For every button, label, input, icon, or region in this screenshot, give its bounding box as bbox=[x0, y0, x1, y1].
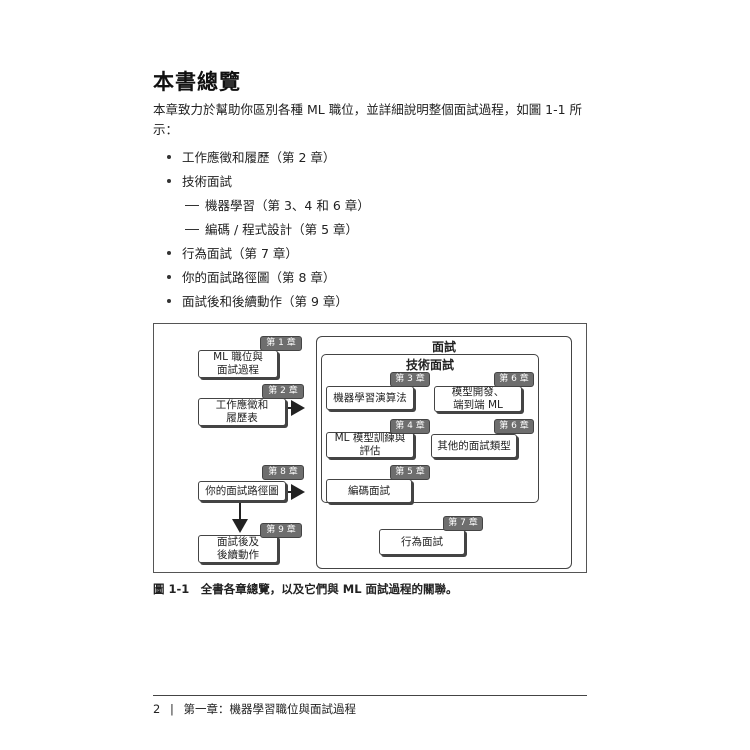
tag-chapter-7: 第 7 章 bbox=[443, 516, 483, 531]
figure-arrows bbox=[232, 400, 305, 533]
dash-icon bbox=[185, 229, 199, 230]
bullet-icon bbox=[167, 298, 171, 303]
box-ml-roles: ML 職位與 面試過程 bbox=[198, 350, 278, 378]
bullet-icon bbox=[167, 274, 171, 279]
interview-title: 面試 bbox=[431, 340, 456, 354]
intro-line-2: 示： bbox=[153, 122, 179, 137]
bullet-icon bbox=[167, 178, 171, 183]
technical-interview-container bbox=[321, 354, 539, 503]
intro-line-1: 本章致力於幫助你區別各種 ML 職位，並詳細說明整個面試過程，如圖 1-1 所 bbox=[153, 102, 583, 117]
box-interview-roadmap: 你的面試路徑圖 bbox=[198, 481, 286, 501]
box-job-application: 工作應徵和 履歷表 bbox=[198, 398, 286, 426]
footer-divider bbox=[153, 695, 587, 696]
tag-chapter-4: 第 4 章 bbox=[390, 419, 430, 434]
sub-list-item: 編碼 / 程式設計（第 5 章） bbox=[185, 219, 358, 238]
tag-chapter-6: 第 6 章 bbox=[494, 372, 534, 387]
figure-caption: 圖 1-1 全書各章總覽，以及它們與 ML 面試過程的關聯。 bbox=[153, 582, 458, 596]
box-model-training: ML 模型訓練與 評估 bbox=[326, 432, 414, 458]
tag-chapter-6: 第 6 章 bbox=[494, 419, 534, 434]
page-footer: 2 | 第一章：機器學習職位與面試過程 bbox=[153, 701, 356, 717]
tag-chapter-1: 第 1 章 bbox=[260, 336, 302, 351]
box-behavioral-interview: 行為面試 bbox=[379, 529, 465, 555]
box-coding-interview: 編碼面試 bbox=[326, 479, 412, 503]
box-ml-algorithms: 機器學習演算法 bbox=[326, 386, 414, 410]
footer-separator: | bbox=[169, 702, 174, 716]
list-item: 你的面試路徑圖（第 8 章） bbox=[167, 267, 335, 286]
interview-container bbox=[316, 336, 572, 569]
figure-1-1: ML 職位與 面試過程 第 1 章 工作應徵和 履歷表 第 2 章 你的面試路徑… bbox=[153, 323, 587, 573]
list-item: 面試後和後續動作（第 9 章） bbox=[167, 291, 348, 310]
dash-icon bbox=[185, 205, 199, 206]
tag-chapter-3: 第 3 章 bbox=[390, 372, 430, 387]
tag-chapter-5: 第 5 章 bbox=[390, 465, 430, 480]
box-post-interview: 面試後及 後續動作 bbox=[198, 535, 278, 563]
page-number: 2 bbox=[153, 702, 161, 716]
tag-chapter-2: 第 2 章 bbox=[262, 384, 304, 399]
footer-chapter-title: 第一章：機器學習職位與面試過程 bbox=[183, 702, 357, 716]
intro-paragraph: 本章致力於幫助你區別各種 ML 職位，並詳細說明整個面試過程，如圖 1-1 所 … bbox=[153, 100, 593, 140]
bullet-icon bbox=[167, 250, 171, 255]
list-item: 工作應徵和履歷（第 2 章） bbox=[167, 147, 335, 166]
bullet-icon bbox=[167, 154, 171, 159]
list-item: 行為面試（第 7 章） bbox=[167, 243, 298, 262]
technical-interview-title: 技術面試 bbox=[405, 358, 454, 372]
sub-list-item: 機器學習（第 3、4 和 6 章） bbox=[185, 195, 370, 214]
tag-chapter-8: 第 8 章 bbox=[262, 465, 304, 480]
tag-chapter-9: 第 9 章 bbox=[260, 523, 302, 538]
section-title: 本書總覽 bbox=[153, 70, 241, 94]
box-other-interview-types: 其他的面試類型 bbox=[431, 434, 517, 458]
list-item: 技術面試 bbox=[167, 171, 232, 190]
box-model-development: 模型開發、 端到端 ML bbox=[434, 386, 522, 412]
